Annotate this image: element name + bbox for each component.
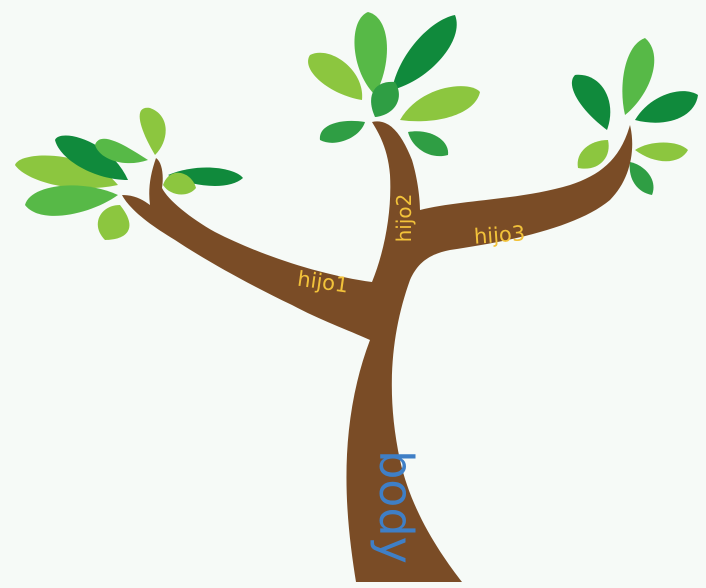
leaf xyxy=(630,162,654,195)
left-leaf-cluster xyxy=(15,108,243,240)
label-hijo3: hijo3 xyxy=(473,221,526,249)
leaf xyxy=(635,143,688,162)
leaf xyxy=(400,86,480,121)
label-body: body xyxy=(369,450,423,564)
leaf xyxy=(320,121,365,143)
leaf xyxy=(140,108,166,155)
leaf xyxy=(622,38,654,115)
leaf xyxy=(98,205,130,240)
label-hijo2: hijo2 xyxy=(392,194,416,243)
leaf xyxy=(392,15,457,90)
leaf xyxy=(408,131,448,156)
leaf xyxy=(635,91,698,123)
leaf xyxy=(578,140,609,169)
leaf xyxy=(308,53,362,100)
right-leaf-cluster xyxy=(572,38,698,195)
leaf xyxy=(572,75,610,130)
